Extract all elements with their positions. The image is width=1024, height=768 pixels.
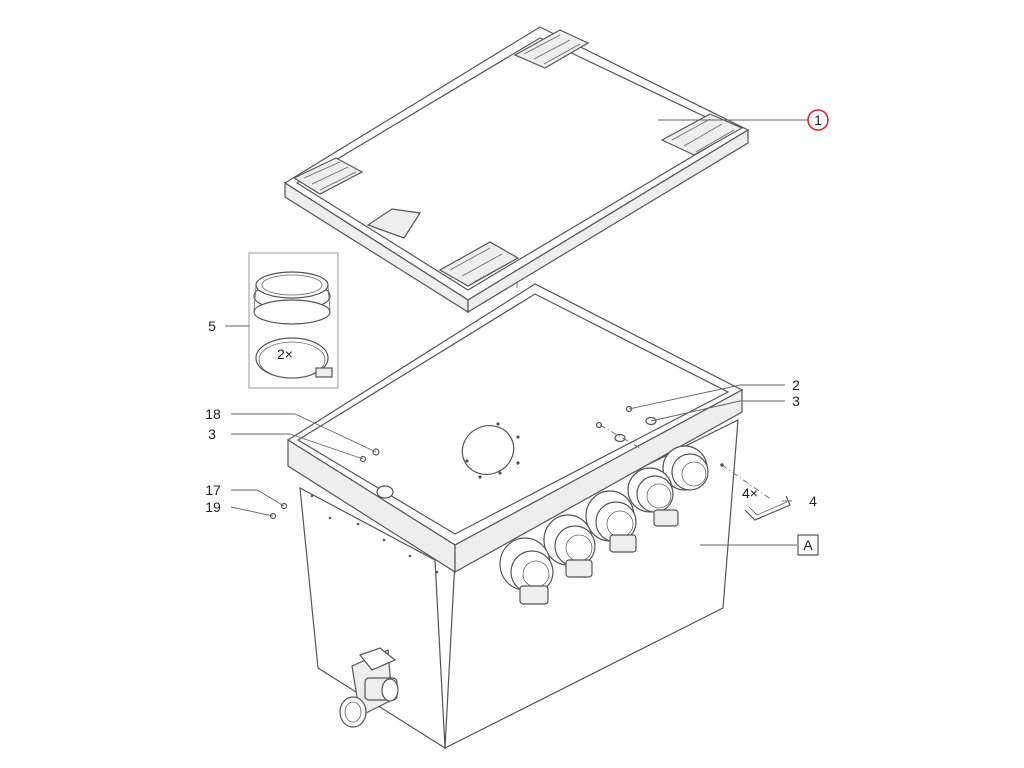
callout-2-label: 2	[792, 377, 800, 393]
lid	[283, 26, 750, 314]
callout-5-label: 5	[208, 318, 216, 334]
outlet-fitting-1	[499, 537, 554, 605]
box-rim-inner	[296, 293, 730, 535]
rim-small-fitting	[376, 485, 394, 499]
callout-a-box	[797, 534, 819, 556]
clamp-quantity-label: 2×	[277, 346, 293, 362]
outlet-fitting-5	[662, 445, 709, 491]
hose-clamp-panel: 2×	[248, 252, 339, 389]
callout-18-label: 18	[205, 406, 221, 422]
box-top-opening	[461, 422, 520, 479]
handle-quantity-label: 4×	[742, 485, 758, 501]
hose-clamp-ring	[255, 337, 333, 379]
outlet-fitting-4	[627, 467, 679, 527]
washer-3-right	[614, 416, 657, 443]
outlet-fitting-3	[585, 490, 637, 553]
callout-4-label: 4	[809, 493, 817, 509]
hose-adapter-sleeve	[253, 271, 331, 325]
callout-19-label: 19	[205, 499, 221, 515]
leader-lines	[225, 119, 808, 546]
lid-grip-left	[292, 157, 364, 195]
handle	[744, 495, 791, 521]
filter-box	[286, 283, 744, 750]
callout-a: A	[797, 534, 819, 556]
lid-grip-top	[513, 29, 590, 69]
callout-1-label: 1	[814, 112, 822, 128]
callout-17-label: 17	[205, 482, 221, 498]
callout-a-label: A	[803, 537, 813, 553]
outlet-fitting-2	[543, 514, 596, 578]
lid-grip-right	[660, 113, 744, 156]
handle-axis	[721, 464, 773, 501]
callout-1-circle	[807, 109, 829, 131]
drain-valve	[339, 647, 399, 728]
box-rim-right	[454, 388, 743, 574]
lid-grip-bottom	[438, 241, 520, 287]
lid-inspection-hatch	[366, 208, 422, 239]
callout-3-left-label: 3	[208, 426, 216, 442]
callout-3-right-label: 3	[792, 393, 800, 409]
callout-1: 1	[807, 109, 829, 131]
